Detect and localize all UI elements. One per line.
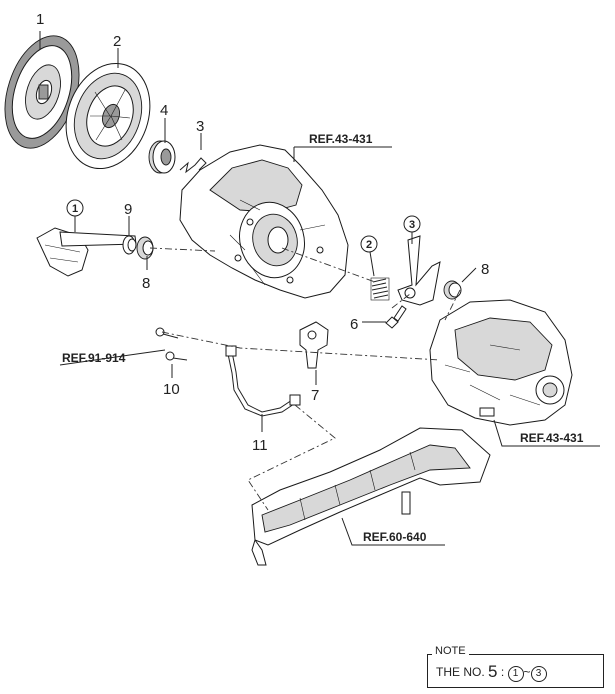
mounting-bracket (299, 321, 329, 369)
ref-label-top: REF.43-431 (309, 132, 373, 146)
circled-callout-3-text: 3 (409, 219, 415, 231)
circled-callout-3: 3 (403, 215, 421, 233)
note-number: 5 (488, 662, 498, 681)
note-colon: : (500, 665, 505, 679)
bolts (155, 327, 188, 361)
circled-callout-2: 2 (360, 235, 378, 253)
callout-part-1: 1 (36, 11, 44, 28)
note-prefix: THE NO. (436, 665, 485, 679)
leader-lines (39, 31, 600, 546)
callout-part-8-right: 8 (481, 261, 489, 278)
callout-part-9: 9 (124, 201, 132, 218)
shift-fork (397, 235, 441, 306)
oil-seal-left (136, 236, 154, 260)
callout-part-10: 10 (163, 381, 180, 398)
retainer-spring (179, 157, 207, 174)
note-range-start: 1 (507, 666, 524, 682)
note-box (427, 654, 604, 688)
pressure-plate (65, 62, 151, 170)
assembly-lines (149, 247, 461, 511)
callout-part-6: 6 (350, 316, 358, 333)
pivot-bolt (385, 305, 407, 329)
clutch-hose (225, 345, 301, 417)
note-range-end: 3 (530, 666, 547, 682)
callout-part-8-left: 8 (142, 275, 150, 292)
note-tilde: ~ (523, 665, 531, 679)
bushing (122, 235, 137, 255)
return-spring (370, 277, 390, 301)
ref-label-bottom: REF.60-640 (363, 530, 427, 544)
release-bearing (148, 140, 176, 174)
callout-part-3: 3 (196, 118, 204, 135)
note-text: THE NO. 5 : 1~3 (436, 662, 547, 682)
circled-callout-1-text: 1 (72, 203, 78, 215)
clutch-disc (4, 35, 80, 149)
release-fork (36, 227, 137, 277)
clutch-housing (179, 144, 349, 299)
circled-callout-2-text: 2 (366, 239, 372, 251)
transaxle-assembly (429, 299, 573, 426)
circled-callout-1: 1 (66, 199, 84, 217)
body-side-member (251, 427, 491, 566)
oil-seal-right (443, 280, 462, 300)
callout-part-4: 4 (160, 102, 168, 119)
callout-part-11: 11 (252, 437, 268, 454)
callout-part-7: 7 (311, 387, 319, 404)
ref-label-right: REF.43-431 (520, 431, 584, 445)
note-title: NOTE (432, 645, 469, 657)
callout-part-2: 2 (113, 33, 121, 50)
ref-label-left: REF.91-914 (62, 351, 126, 365)
